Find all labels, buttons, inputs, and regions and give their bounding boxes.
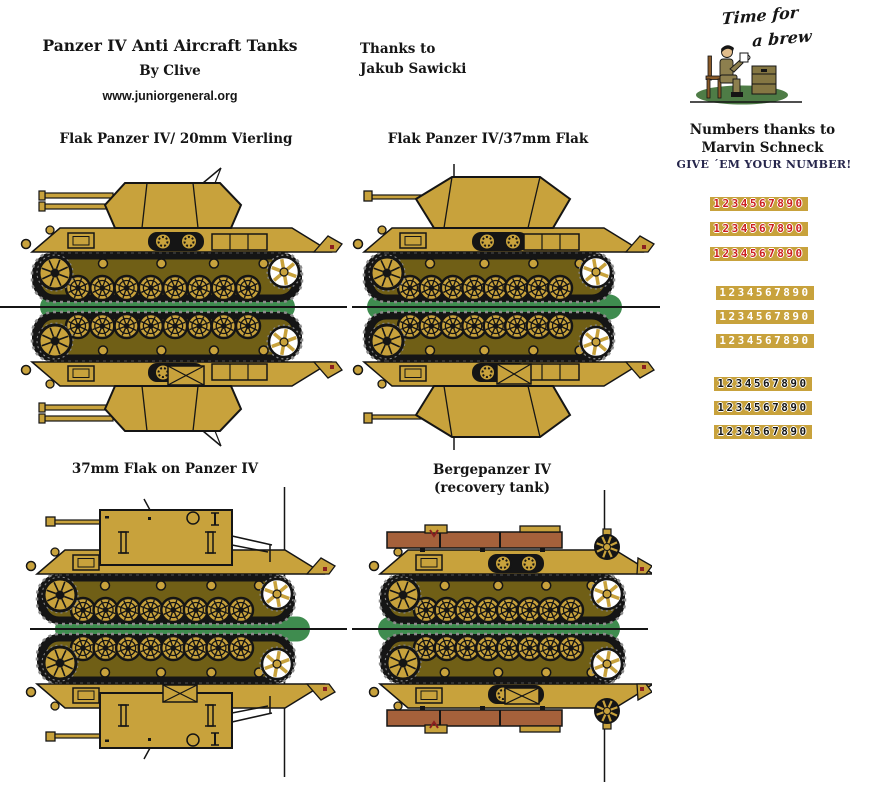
sheet-title: Panzer IV Anti Aircraft Tanks xyxy=(42,36,298,55)
numbers-credit-line2: Marvin Schneck xyxy=(701,140,824,156)
number-strip: 1234567890 xyxy=(714,377,812,391)
thanks-line-1: Thanks to xyxy=(360,41,436,57)
thanks-credit: Thanks to Jakub Sawicki xyxy=(360,39,560,79)
tank-label-flak-20mm-vierling: Flak Panzer IV/ 20mm Vierling xyxy=(59,131,293,147)
crate xyxy=(751,65,777,95)
number-strip: 1234567890 xyxy=(716,310,814,324)
numbers-cta: GIVE ´EM YOUR NUMBER! xyxy=(676,158,852,171)
sheet-byline: By Clive xyxy=(139,63,201,79)
tank-illustration-flak-panzer-iv-37mm xyxy=(352,164,660,452)
tank-label-flak-37mm: Flak Panzer IV/37mm Flak xyxy=(387,131,589,147)
numbers-credit: Numbers thanks to Marvin Schneck xyxy=(680,121,845,157)
number-strip-group-white: 1234567890 1234567890 1234567890 xyxy=(716,286,814,348)
tank-label-bergepanzer: Bergepanzer IV (recovery tank) xyxy=(352,461,632,497)
number-strip: 1234567890 xyxy=(710,222,808,236)
number-strip: 1234567890 xyxy=(714,401,812,415)
website-url: www.juniorgeneral.org xyxy=(102,89,238,103)
tank-illustration-flak-panzer-iv-20mm-vierling xyxy=(0,167,347,448)
tea-mug xyxy=(739,52,749,63)
numbers-credit-line1: Numbers thanks to xyxy=(689,122,836,138)
chair xyxy=(705,55,724,99)
number-strip-group-red: 1234567890 1234567890 1234567890 xyxy=(710,197,808,261)
bergepanzer-label-line2: (recovery tank) xyxy=(434,480,550,496)
brew-caption-line1: Time for xyxy=(721,2,799,29)
bergepanzer-label-line1: Bergepanzer IV xyxy=(433,462,551,478)
tea-break-illustration xyxy=(690,45,802,105)
number-strip-group-black: 1234567890 1234567890 1234567890 xyxy=(714,377,812,439)
soldier-figure xyxy=(719,45,751,97)
number-strip: 1234567890 xyxy=(716,334,814,348)
number-strip: 1234567890 xyxy=(710,247,808,261)
number-strip: 1234567890 xyxy=(716,286,814,300)
number-strip: 1234567890 xyxy=(714,425,812,439)
tank-label-37mm-on-panzer-iv: 37mm Flak on Panzer IV xyxy=(71,461,259,477)
thanks-line-2: Jakub Sawicki xyxy=(360,61,467,77)
number-strip: 1234567890 xyxy=(710,197,808,211)
beret xyxy=(721,45,734,52)
tank-illustration-bergepanzer-iv xyxy=(352,490,652,782)
tank-illustration-37mm-flak-on-panzer-iv xyxy=(24,487,347,777)
